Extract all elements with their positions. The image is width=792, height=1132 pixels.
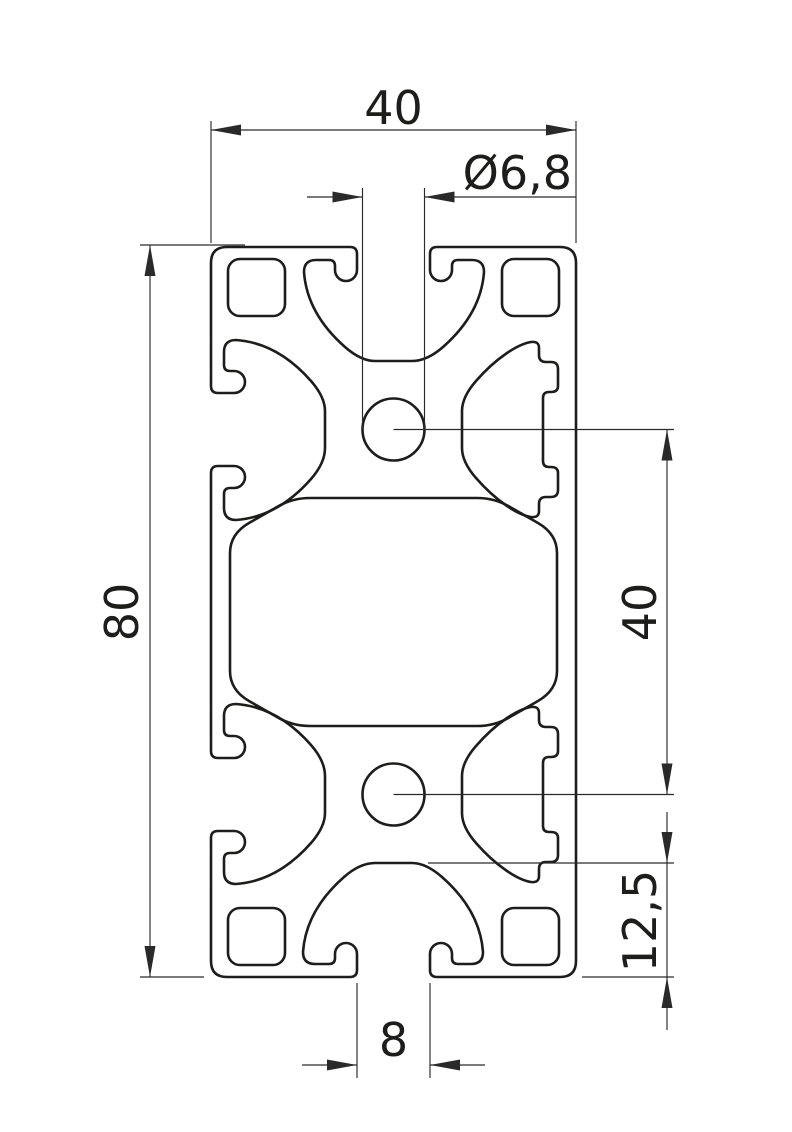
label-slot-opening: 8 (379, 1013, 408, 1067)
profile-section (209, 245, 578, 979)
dimension-top-width (210, 121, 577, 243)
profile-outer-contour (209, 245, 578, 979)
corner-channel-bottom-right (500, 906, 561, 967)
corner-channel-bottom-left (226, 906, 287, 967)
dimension-slot-opening (302, 983, 485, 1078)
arrowhead-up (144, 245, 156, 276)
closed-slot-cavity-lower-right (460, 705, 560, 884)
arrowhead-left (211, 124, 241, 136)
dimension-labels: 40 Ø6,8 80 40 12,5 8 (95, 81, 667, 1067)
label-hole-diameter: Ø6,8 (463, 146, 572, 200)
label-slot-depth: 12,5 (613, 870, 667, 972)
arrowhead-up (661, 977, 673, 1008)
central-cavity (228, 496, 559, 728)
arrowhead-down (661, 763, 673, 795)
arrowhead-left (424, 191, 455, 203)
arrowhead-up (661, 429, 673, 461)
closed-slot-cavity-upper-right (460, 340, 560, 519)
arrowhead-right (546, 124, 576, 136)
arrowhead-right (332, 191, 363, 203)
arrowhead-left (430, 1059, 460, 1071)
corner-channel-top-left (226, 257, 287, 318)
dimension-hole-diameter (307, 188, 576, 430)
arrowhead-right (327, 1059, 357, 1071)
dimension-slot-depth (428, 812, 674, 1030)
arrowhead-down (144, 946, 156, 977)
label-hole-spacing: 40 (613, 583, 667, 642)
dimension-left-height (140, 244, 245, 978)
arrowhead-down (661, 832, 673, 863)
corner-channel-top-right (500, 257, 561, 318)
label-left-height: 80 (95, 583, 149, 642)
dimension-hole-spacing (393, 428, 674, 796)
dimension-annotations (140, 121, 674, 1078)
label-top-width: 40 (364, 81, 423, 135)
